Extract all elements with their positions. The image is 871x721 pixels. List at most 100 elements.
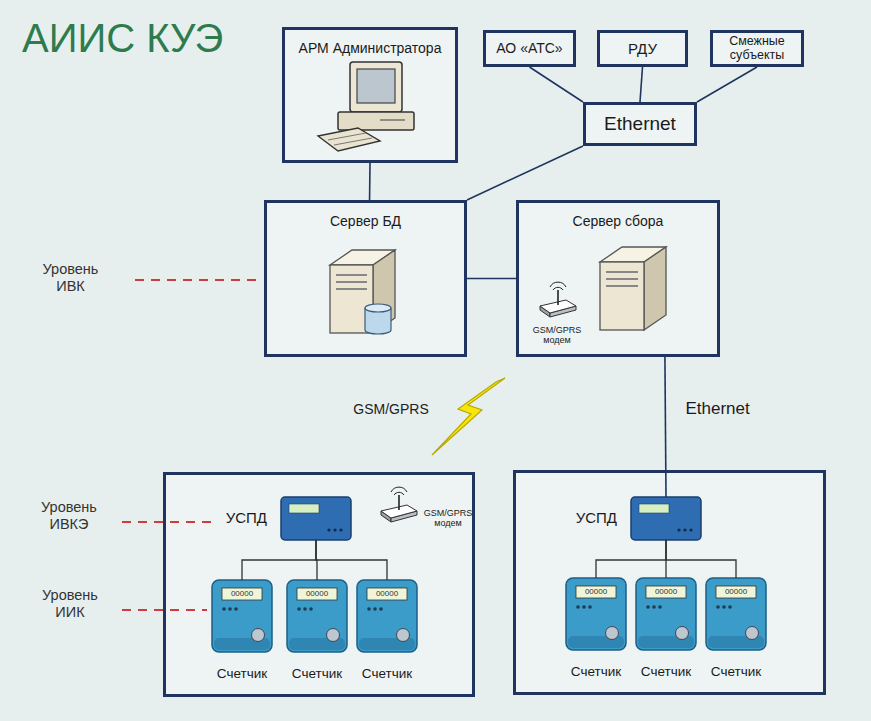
electricity-meter: 00000Счетчик — [287, 580, 347, 652]
meter-indicator — [297, 607, 301, 611]
node-label: Ethernet — [586, 105, 694, 143]
electricity-meter: 00000Счетчик — [636, 578, 696, 650]
node-label: GSM/GPRS модем — [417, 509, 479, 529]
node-label: Счетчик — [342, 666, 432, 682]
server-box: Сервер БД — [264, 200, 467, 357]
meter-display — [222, 588, 262, 600]
meter-dial — [252, 629, 265, 642]
node-label: Счетчик — [691, 664, 781, 680]
meter-indicator — [582, 605, 586, 609]
electricity-meter: 00000Счетчик — [706, 578, 766, 650]
meter-indicator — [228, 607, 232, 611]
uspd-shape — [281, 497, 351, 540]
meter-display — [646, 586, 686, 598]
link-line — [369, 163, 371, 200]
node-label: Сервер сбора — [519, 213, 717, 230]
modem-shape — [536, 286, 578, 318]
meter-indicator — [716, 605, 720, 609]
site-group-box: УСПД00000Счетчик00000Счетчик00000Счетчик — [513, 470, 826, 695]
modem-antenna — [398, 495, 400, 510]
level-leader-line — [135, 279, 262, 281]
network-box: Ethernet — [583, 102, 697, 146]
data-controller: УСПД — [631, 497, 701, 540]
link-line — [640, 67, 643, 102]
meter-body — [706, 578, 766, 650]
meter-body — [566, 578, 626, 650]
meter-indicator — [234, 607, 238, 611]
meter-indicator — [652, 605, 656, 609]
edge-label: Ethernet — [685, 399, 749, 419]
meter-dial — [327, 629, 340, 642]
meter-display — [576, 586, 616, 598]
node-label: Счетчик — [551, 664, 641, 680]
diagram-title: АИИС КУЭ — [22, 16, 223, 61]
link-line — [697, 67, 757, 102]
link-line — [467, 278, 516, 280]
meter-body — [636, 578, 696, 650]
external-system-box: РДУ — [597, 30, 688, 67]
meter-display — [367, 588, 407, 600]
controller-indicator — [327, 528, 330, 531]
meter-dial — [606, 627, 619, 640]
modem-icon: GSM/GPRS модем — [377, 491, 419, 523]
level-label: Уровень ИВК — [33, 261, 108, 296]
meter-indicator — [379, 607, 383, 611]
antenna-wave — [394, 492, 404, 495]
controller-body — [631, 497, 701, 540]
uspd-shape — [631, 497, 701, 540]
meter-dial — [676, 627, 689, 640]
meter-indicator — [373, 607, 377, 611]
meter-indicator — [728, 605, 732, 609]
meter-dial — [397, 629, 410, 642]
controller-body — [281, 497, 351, 540]
antenna-wave — [391, 487, 407, 492]
node-label: УСПД — [203, 509, 267, 527]
meter-reading: 00000 — [367, 588, 407, 600]
link-line — [467, 146, 583, 200]
meter-indicator — [576, 605, 580, 609]
link-line — [530, 67, 584, 102]
node-label: АО «АТС» — [486, 33, 573, 64]
modem-antenna — [557, 290, 559, 305]
meter-body — [212, 580, 272, 652]
server-box: Сервер сбораGSM/GPRS модем — [516, 200, 720, 357]
electricity-meter: 00000Счетчик — [566, 578, 626, 650]
node-label: АРМ Администратора — [285, 40, 455, 57]
controller-indicator — [689, 528, 692, 531]
external-system-box: Смежные субъекты — [710, 30, 804, 67]
wireless-lightning — [432, 378, 505, 455]
meter-indicator — [303, 607, 307, 611]
meter-reading: 00000 — [576, 586, 616, 598]
meter-indicator — [309, 607, 313, 611]
antenna-wave — [550, 282, 566, 287]
controller-indicator — [333, 528, 336, 531]
meter-indicator — [222, 607, 226, 611]
meter-dial — [746, 627, 759, 640]
modem-icon: GSM/GPRS модем — [536, 286, 578, 318]
meter-indicator — [646, 605, 650, 609]
level-label: Уровень ИВКЭ — [30, 499, 108, 534]
node-label: УСПД — [561, 509, 617, 527]
node-label: РДУ — [600, 33, 685, 64]
meter-reading: 00000 — [716, 586, 756, 598]
meter-body — [287, 580, 347, 652]
meter-body — [357, 580, 417, 652]
controller-indicator — [339, 528, 342, 531]
node-label: Сервер БД — [267, 213, 464, 230]
meter-display — [297, 588, 337, 600]
workstation-box: АРМ Администратора — [282, 27, 458, 163]
node-label: Счетчик — [272, 666, 362, 682]
controller-indicator — [677, 528, 680, 531]
meter-indicator — [658, 605, 662, 609]
node-label: GSM/GPRS модем — [528, 326, 586, 346]
meter-indicator — [722, 605, 726, 609]
data-controller: УСПД — [281, 497, 351, 540]
meter-indicator — [588, 605, 592, 609]
modem-shape — [377, 491, 419, 523]
meter-reading: 00000 — [297, 588, 337, 600]
meter-reading: 00000 — [222, 588, 262, 600]
node-label: Смежные субъекты — [713, 33, 801, 64]
controller-display — [639, 504, 669, 513]
site-group-box: УСПДGSM/GPRS модем00000Счетчик00000Счетч… — [163, 472, 475, 697]
